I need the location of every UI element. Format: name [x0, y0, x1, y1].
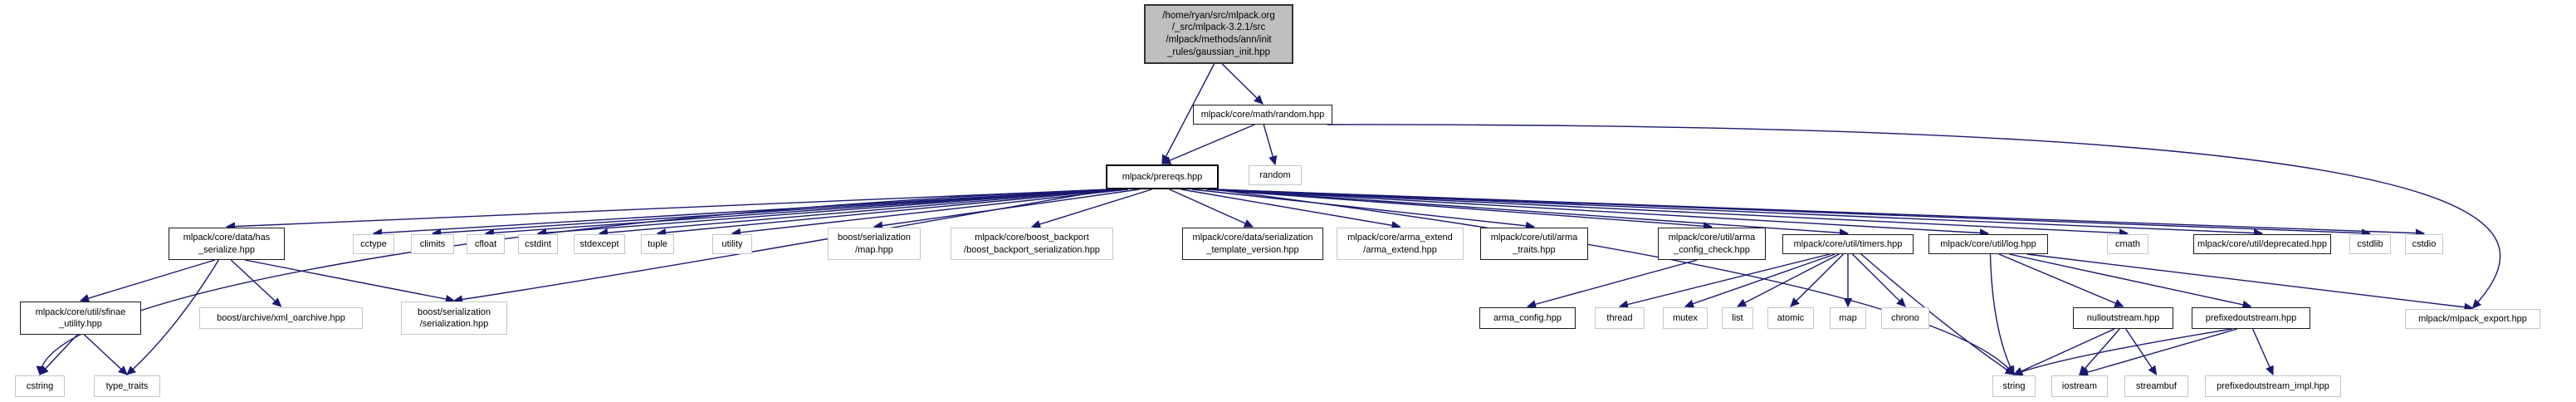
node-nulloutstream[interactable]: nulloutstream.hpp [2073, 307, 2173, 329]
edge-prefixedoutstream-to-string [2012, 328, 2232, 376]
edge-math-random-to-random [1263, 124, 1278, 166]
node-cstdio: cstdio [2405, 234, 2443, 254]
node-serialization-hpp: boost/serialization /serialization.hpp [401, 302, 507, 335]
edge-prefixedoutstream-to-iostream [2078, 328, 2238, 377]
node-gaussian-init: /home/ryan/src/mlpack.org /_src/mlpack-3… [1144, 4, 1293, 64]
node-iostream: iostream [2051, 375, 2108, 397]
edge-timers-to-list [1736, 253, 1840, 307]
node-climits: climits [411, 234, 454, 254]
edge-prereqs-to-climits [431, 189, 1112, 238]
edge-prereqs-to-arma-extend [1180, 189, 1401, 230]
edge-sfinae-to-type-traits [84, 334, 128, 375]
edge-prereqs-to-has-serialize [225, 189, 1112, 231]
node-arma-config-check[interactable]: mlpack/core/util/arma _config_check.hpp [1658, 228, 1766, 260]
node-cfloat: cfloat [467, 234, 505, 254]
node-log[interactable]: mlpack/core/util/log.hpp [1928, 234, 2048, 254]
node-arma-extend: mlpack/core/arma_extend /arma_extend.hpp [1337, 228, 1464, 260]
edge-timers-to-chrono [1852, 253, 1906, 307]
node-mlpack-export: mlpack/mlpack_export.hpp [2405, 309, 2540, 329]
edge-prereqs-to-cstdint [536, 189, 1112, 238]
node-streambuf: streambuf [2124, 375, 2188, 397]
node-stdexcept: stdexcept [574, 234, 625, 254]
node-cctype: cctype [353, 234, 394, 254]
node-boost-ser-map: boost/serialization /map.hpp [828, 228, 921, 260]
node-cstring: cstring [15, 375, 65, 397]
node-math-random[interactable]: mlpack/core/math/random.hpp [1193, 105, 1332, 125]
edge-nulloutstream-to-iostream [2079, 328, 2120, 375]
edge-timers-to-mutex [1684, 253, 1835, 308]
node-mutex: mutex [1663, 307, 1708, 329]
node-chrono: chrono [1881, 307, 1929, 329]
node-cstdint: cstdint [518, 234, 558, 254]
edge-nulloutstream-to-string [2012, 328, 2115, 375]
edge-log-to-mlpack-export [2026, 253, 2474, 311]
edge-prereqs-to-utility [731, 189, 1128, 238]
node-map: map [1830, 307, 1866, 329]
edge-prereqs-to-boost-backport [1030, 189, 1152, 228]
edge-prereqs-to-stdexcept [598, 189, 1117, 238]
node-tuple: tuple [641, 234, 674, 254]
edge-gaussian-init-to-prereqs [1161, 63, 1215, 165]
node-list: list [1722, 307, 1753, 329]
node-prefixed-impl: prefixedoutstream_impl.hpp [2205, 375, 2341, 397]
edge-gaussian-init-to-math-random [1221, 63, 1264, 105]
node-arma-config[interactable]: arma_config.hpp [1479, 307, 1576, 329]
edge-has-serialize-to-type-traits [126, 259, 219, 375]
node-cmath: cmath [2107, 234, 2148, 254]
node-prefixedoutstream[interactable]: prefixedoutstream.hpp [2192, 307, 2310, 329]
edge-math-random-to-mlpack-export [1327, 124, 2501, 309]
node-random: random [1249, 165, 1302, 185]
edge-prereqs-to-cfloat [484, 189, 1112, 238]
edge-prereqs-to-tuple [656, 189, 1122, 238]
edge-prereqs-to-cstdio [1213, 189, 2426, 238]
node-arma-traits[interactable]: mlpack/core/util/arma _traits.hpp [1480, 228, 1588, 260]
edge-prereqs-to-arma-traits [1191, 189, 1536, 231]
edge-prereqs-to-deprecated [1213, 189, 2264, 238]
edge-prereqs-to-arma-config-check [1205, 189, 1713, 231]
edge-has-serialize-to-serialization-hpp [244, 259, 456, 304]
node-deprecated[interactable]: mlpack/core/util/deprecated.hpp [2193, 234, 2331, 254]
node-string: string [1992, 375, 2036, 397]
edge-nulloutstream-to-streambuf [2125, 328, 2158, 375]
edge-sfinae-to-cstring [39, 334, 78, 375]
node-thread: thread [1595, 307, 1645, 329]
edge-prereqs-to-cmath [1213, 189, 2129, 238]
edge-log-to-nulloutstream [1998, 253, 2124, 307]
node-atomic: atomic [1767, 307, 1814, 329]
edge-prereqs-to-string [1213, 189, 2015, 375]
edge-timers-to-atomic [1790, 253, 1844, 307]
edge-prereqs-to-cctype [372, 189, 1112, 238]
node-timers[interactable]: mlpack/core/util/timers.hpp [1782, 234, 1914, 254]
edge-prefixedoutstream-to-prefixed-impl [2251, 328, 2274, 376]
node-xml-oarchive: boost/archive/xml_oarchive.hpp [199, 307, 363, 329]
node-ser-template-version[interactable]: mlpack/core/data/serialization _template… [1182, 228, 1323, 260]
edge-has-serialize-to-sfinae [79, 259, 216, 303]
edge-timers-to-thread [1618, 253, 1831, 309]
node-has-serialize[interactable]: mlpack/core/data/has _serialize.hpp [169, 228, 285, 260]
node-prereqs[interactable]: mlpack/prereqs.hpp [1106, 164, 1219, 189]
edge-has-serialize-to-xml-oarchive [230, 259, 282, 307]
edge-timers-to-string [1860, 253, 2015, 375]
edge-prereqs-to-serialization-hpp [452, 189, 1112, 304]
edge-math-random-to-prereqs [1161, 124, 1255, 164]
node-cstdlib: cstdlib [2349, 234, 2391, 254]
edge-arma-config-check-to-arma-config [1526, 259, 1698, 309]
node-type-traits: type_traits [94, 375, 160, 397]
node-sfinae[interactable]: mlpack/core/util/sfinae _utility.hpp [20, 302, 141, 335]
node-boost-backport: mlpack/core/boost_backport /boost_backpo… [951, 228, 1113, 260]
edge-prereqs-to-log [1213, 189, 1990, 238]
edge-prereqs-to-ser-template-version [1169, 189, 1254, 228]
edge-log-to-prefixedoutstream [2009, 253, 2252, 309]
node-utility: utility [712, 234, 752, 254]
edge-log-to-string [1989, 253, 2015, 376]
edge-group [36, 63, 2501, 377]
edge-prereqs-to-timers [1213, 189, 1850, 238]
